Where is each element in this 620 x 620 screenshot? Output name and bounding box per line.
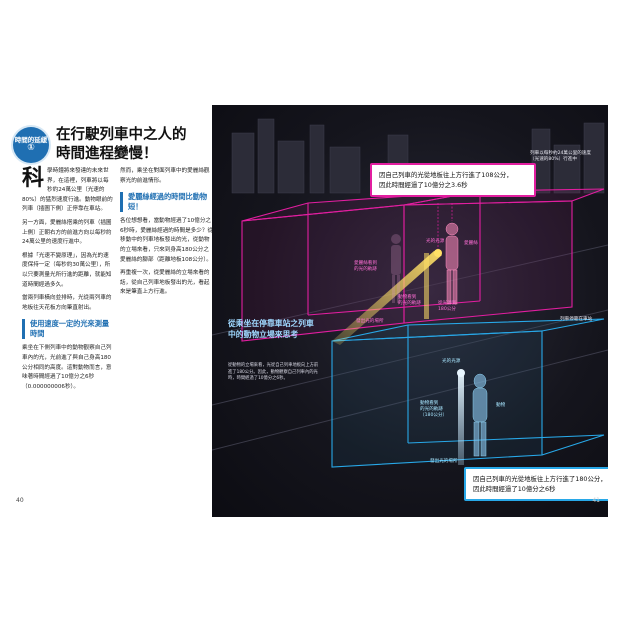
label-light-108: 從光源到 180公分 <box>438 301 457 313</box>
alice-speech-bubble: 因自己列車的光從地板往上方行進了108公分， 因此時間經過了10億分之3.6秒 <box>370 163 536 197</box>
alice-figure <box>445 222 459 305</box>
city-skyline <box>231 118 605 194</box>
paragraph: 乘坐在下側列車中的動物觀察自己列車內的光，光前進了與自己身高180公分相同的高度… <box>22 345 112 390</box>
diagonal-light-beam <box>332 251 442 345</box>
label-source-upper: 發出光的場所 <box>356 319 384 324</box>
body-column-1: 科學時鐘將來發達的未來世界，在這裡，列車將以每秒約24萬公里（光速的80%）的猛… <box>22 167 114 396</box>
label-light-source-upper: 光的光源 <box>426 239 445 244</box>
train-illustration <box>212 118 608 468</box>
ghost-figure <box>391 234 401 303</box>
left-page: 時間的延緩 ① 在行駛列車中之人的 時間進程變慢！ 科學時鐘將來發達的未來世界，… <box>10 105 220 517</box>
paragraph: 根據「光速不變原理」，因為光的速度保持一定（每秒約30萬公里），所以只要測量光所… <box>22 252 112 288</box>
stopped-train-heading: 從乘坐在停靠車站之列車中的動物立場來思考 <box>228 319 314 339</box>
paragraph: 各位想想看，當動物經過了10億分之6秒時，愛麗絲經過的時間是多少？從移動中的列車… <box>120 218 214 263</box>
paragraph: 然而，乘坐在對面列車中的愛麗絲觀察光的前進情形。 <box>120 168 210 184</box>
paragraph: 科學時鐘將來發達的未來世界，在這裡，列車將以每秒約24萬公里（光速的80%）的猛… <box>22 165 113 213</box>
paragraph: 另一方面，愛麗絲搭乘的列車（插圖上側）正朝右方的前進方向以每秒約24萬公里的速度… <box>22 219 112 246</box>
label-source-lower: 發出光的場所 <box>430 459 458 464</box>
label-alice: 愛麗絲 <box>464 241 478 246</box>
right-page-illustration: 因自己列車的光從地板往上方行進了108公分， 因此時間經過了10億分之3.6秒 … <box>212 105 608 517</box>
page-number-right: 41 <box>592 497 600 504</box>
title-line-2: 時間進程變慢！ <box>56 145 158 162</box>
paragraph: 再重複一次，從愛麗絲的立場來看的話，從自己列車地板發出的光，看起來是筆直上方行進… <box>120 270 210 296</box>
stopped-train-box <box>331 318 605 468</box>
stopped-train-body: 從動物的立場來看，光從自己列車地板向上方前進了180公分。因此，動物觀察自己列車… <box>228 363 319 382</box>
label-animal-light-upper: 動物看到 的光的軌跡 <box>398 295 421 307</box>
page-number-left: 40 <box>16 497 24 504</box>
subheading: 愛麗絲經過的時間比動物短！ <box>120 192 214 213</box>
paragraph: 當兩列車橫向並排時，光從兩列車的地板往天花板方向筆直射出。 <box>22 295 112 311</box>
moving-train-box <box>241 188 605 342</box>
animal-figure <box>472 373 488 457</box>
label-moving-train: 列車以每秒約24萬公里的速度 （光速的80%）行進中 <box>530 151 591 163</box>
vertical-light-beam-lower <box>458 373 464 465</box>
light-source-marker-lower <box>457 369 465 377</box>
light-source-marker <box>434 249 442 257</box>
vertical-light-beam-upper <box>424 253 429 319</box>
book-spread: 時間的延緩 ① 在行駛列車中之人的 時間進程變慢！ 科學時鐘將來發達的未來世界，… <box>10 105 608 517</box>
badge-label: 時間的延緩 <box>14 136 48 144</box>
label-light-source-lower: 光的光源 <box>442 359 461 364</box>
drop-cap: 科 <box>22 165 45 191</box>
body-column-2: 然而，乘坐在對面列車中的愛麗絲觀察光的前進情形。 愛麗絲經過的時間比動物短！ 各… <box>120 167 214 302</box>
section-badge: 時間的延緩 ① <box>13 127 49 163</box>
title-line-1: 在行駛列車中之人的 <box>56 126 187 143</box>
label-alice-light: 愛麗絲看到 的光的軌跡 <box>354 261 377 273</box>
callout-leaders <box>437 203 453 249</box>
label-animal: 動物 <box>496 403 506 408</box>
label-animal-light: 動物看到 的光的軌跡 （180公分） <box>420 401 448 419</box>
label-stopped-train: 列車停靠在車站 <box>560 317 593 322</box>
badge-number: ① <box>27 143 35 153</box>
animal-speech-bubble: 因自己列車的光從地板往上方行進了180公分， 因此時間經過了10億分之6秒 <box>464 467 608 501</box>
subheading: 使用速度一定的光來測量時間 <box>22 319 114 340</box>
page-title: 在行駛列車中之人的 時間進程變慢！ <box>56 125 216 163</box>
